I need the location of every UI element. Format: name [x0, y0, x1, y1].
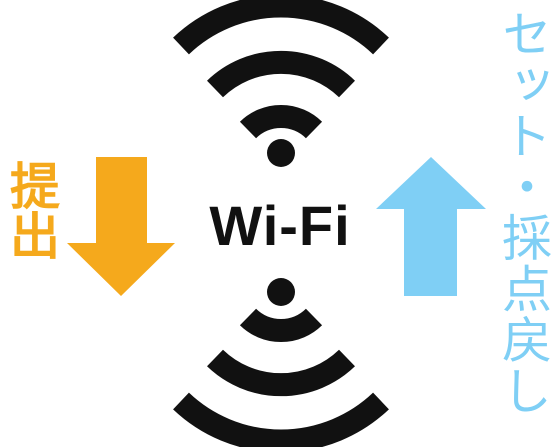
- wifi-dot: [267, 278, 295, 306]
- wifi-dot: [267, 139, 295, 167]
- wifi-signal-top-icon: [173, 0, 389, 167]
- wifi-signal-bottom-icon: [173, 278, 389, 447]
- submit-label: 提出: [2, 160, 60, 260]
- wifi-arc-inner: [239, 308, 323, 342]
- wifi-label: Wi-Fi: [209, 194, 351, 257]
- wifi-arc-middle: [207, 50, 355, 98]
- wifi-arc-outer: [173, 392, 389, 447]
- arrow-down-icon: [67, 157, 175, 296]
- wifi-arc-middle: [207, 349, 355, 397]
- set-and-return-label: セット・採点戻し: [494, 8, 552, 416]
- arrow-up-icon: [376, 157, 486, 296]
- wifi-arc-inner: [239, 105, 323, 139]
- wifi-arc-outer: [173, 0, 389, 55]
